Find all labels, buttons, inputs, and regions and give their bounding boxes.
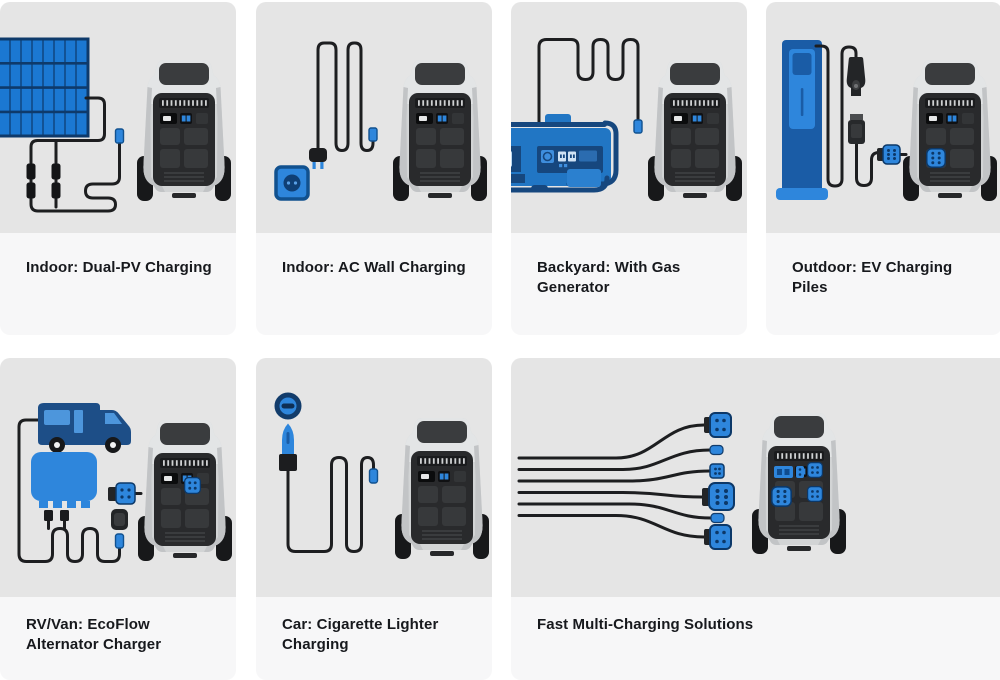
ev-cables	[814, 44, 908, 188]
dc-connector-icon	[368, 468, 379, 484]
card-fast-multi-charging: Fast Multi-Charging Solutions	[511, 358, 1000, 680]
card-caption: Backyard: With Gas Generator	[511, 233, 747, 335]
illustration-ac-wall	[256, 2, 492, 233]
generator-connector-icon	[633, 119, 643, 134]
illustration-dual-pv	[0, 2, 236, 233]
card-indoor-ac-wall: Indoor: AC Wall Charging	[256, 2, 492, 335]
mc4-connector-icons	[26, 163, 61, 199]
card-caption: Car: Cigarette Lighter Charging	[256, 597, 492, 680]
gas-generator-icon	[511, 114, 619, 193]
alternator-charger-icon	[31, 452, 97, 521]
power-station-icon	[136, 59, 232, 202]
power-station-icon	[902, 59, 998, 202]
station-multi-ports	[771, 462, 823, 507]
pv-input-connector-icon	[114, 128, 125, 144]
ac-plug-icon	[309, 148, 327, 169]
solar-panel-icon	[0, 37, 90, 138]
card-indoor-dual-pv: Indoor: Dual-PV Charging	[0, 2, 236, 335]
rv-cables	[17, 418, 143, 564]
power-station-icon	[394, 417, 490, 560]
station-ev-port-icon	[926, 148, 946, 168]
station-dc-port-icon	[184, 477, 201, 494]
connector-stack-icons	[108, 482, 136, 549]
power-station-icon	[751, 412, 847, 555]
card-caption: Fast Multi-Charging Solutions	[511, 597, 1000, 680]
card-outdoor-ev-pile: Outdoor: EV Charging Piles	[766, 2, 1000, 335]
cigarette-lighter-socket-icon	[274, 392, 302, 420]
multi-cables	[517, 423, 713, 539]
card-car-cigarette-lighter: Car: Cigarette Lighter Charging	[256, 358, 492, 680]
card-backyard-gas-generator: Backyard: With Gas Generator	[511, 2, 747, 335]
illustration-rv-alternator	[0, 358, 236, 597]
card-rv-alternator-charger: RV/Van: EcoFlow Alternator Charger	[0, 358, 236, 680]
ev-gun-icon	[846, 57, 866, 144]
ev-charging-pile-icon	[776, 40, 828, 200]
power-station-icon	[647, 59, 743, 202]
illustration-multi-charging	[511, 358, 1000, 597]
card-caption: RV/Van: EcoFlow Alternator Charger	[0, 597, 236, 680]
rv-van-icon	[38, 403, 131, 453]
card-caption: Outdoor: EV Charging Piles	[766, 233, 1000, 335]
cigarette-lighter-plug-icon	[279, 423, 297, 471]
ev-adapter-connector-icon	[877, 144, 901, 165]
generator-cable	[537, 37, 640, 126]
card-caption: Indoor: AC Wall Charging	[256, 233, 492, 335]
ac-cable	[316, 41, 375, 153]
wall-outlet-icon	[274, 165, 310, 201]
illustration-gas-generator	[511, 2, 747, 233]
card-caption: Indoor: Dual-PV Charging	[0, 233, 236, 335]
illustration-cigarette-lighter	[256, 358, 492, 597]
illustration-ev-pile	[766, 2, 1000, 233]
pv-cables	[29, 96, 121, 213]
car-cable	[286, 455, 375, 554]
multi-connector-icons	[702, 412, 735, 550]
power-station-icon	[392, 59, 488, 202]
ac-input-connector-icon	[368, 127, 378, 142]
